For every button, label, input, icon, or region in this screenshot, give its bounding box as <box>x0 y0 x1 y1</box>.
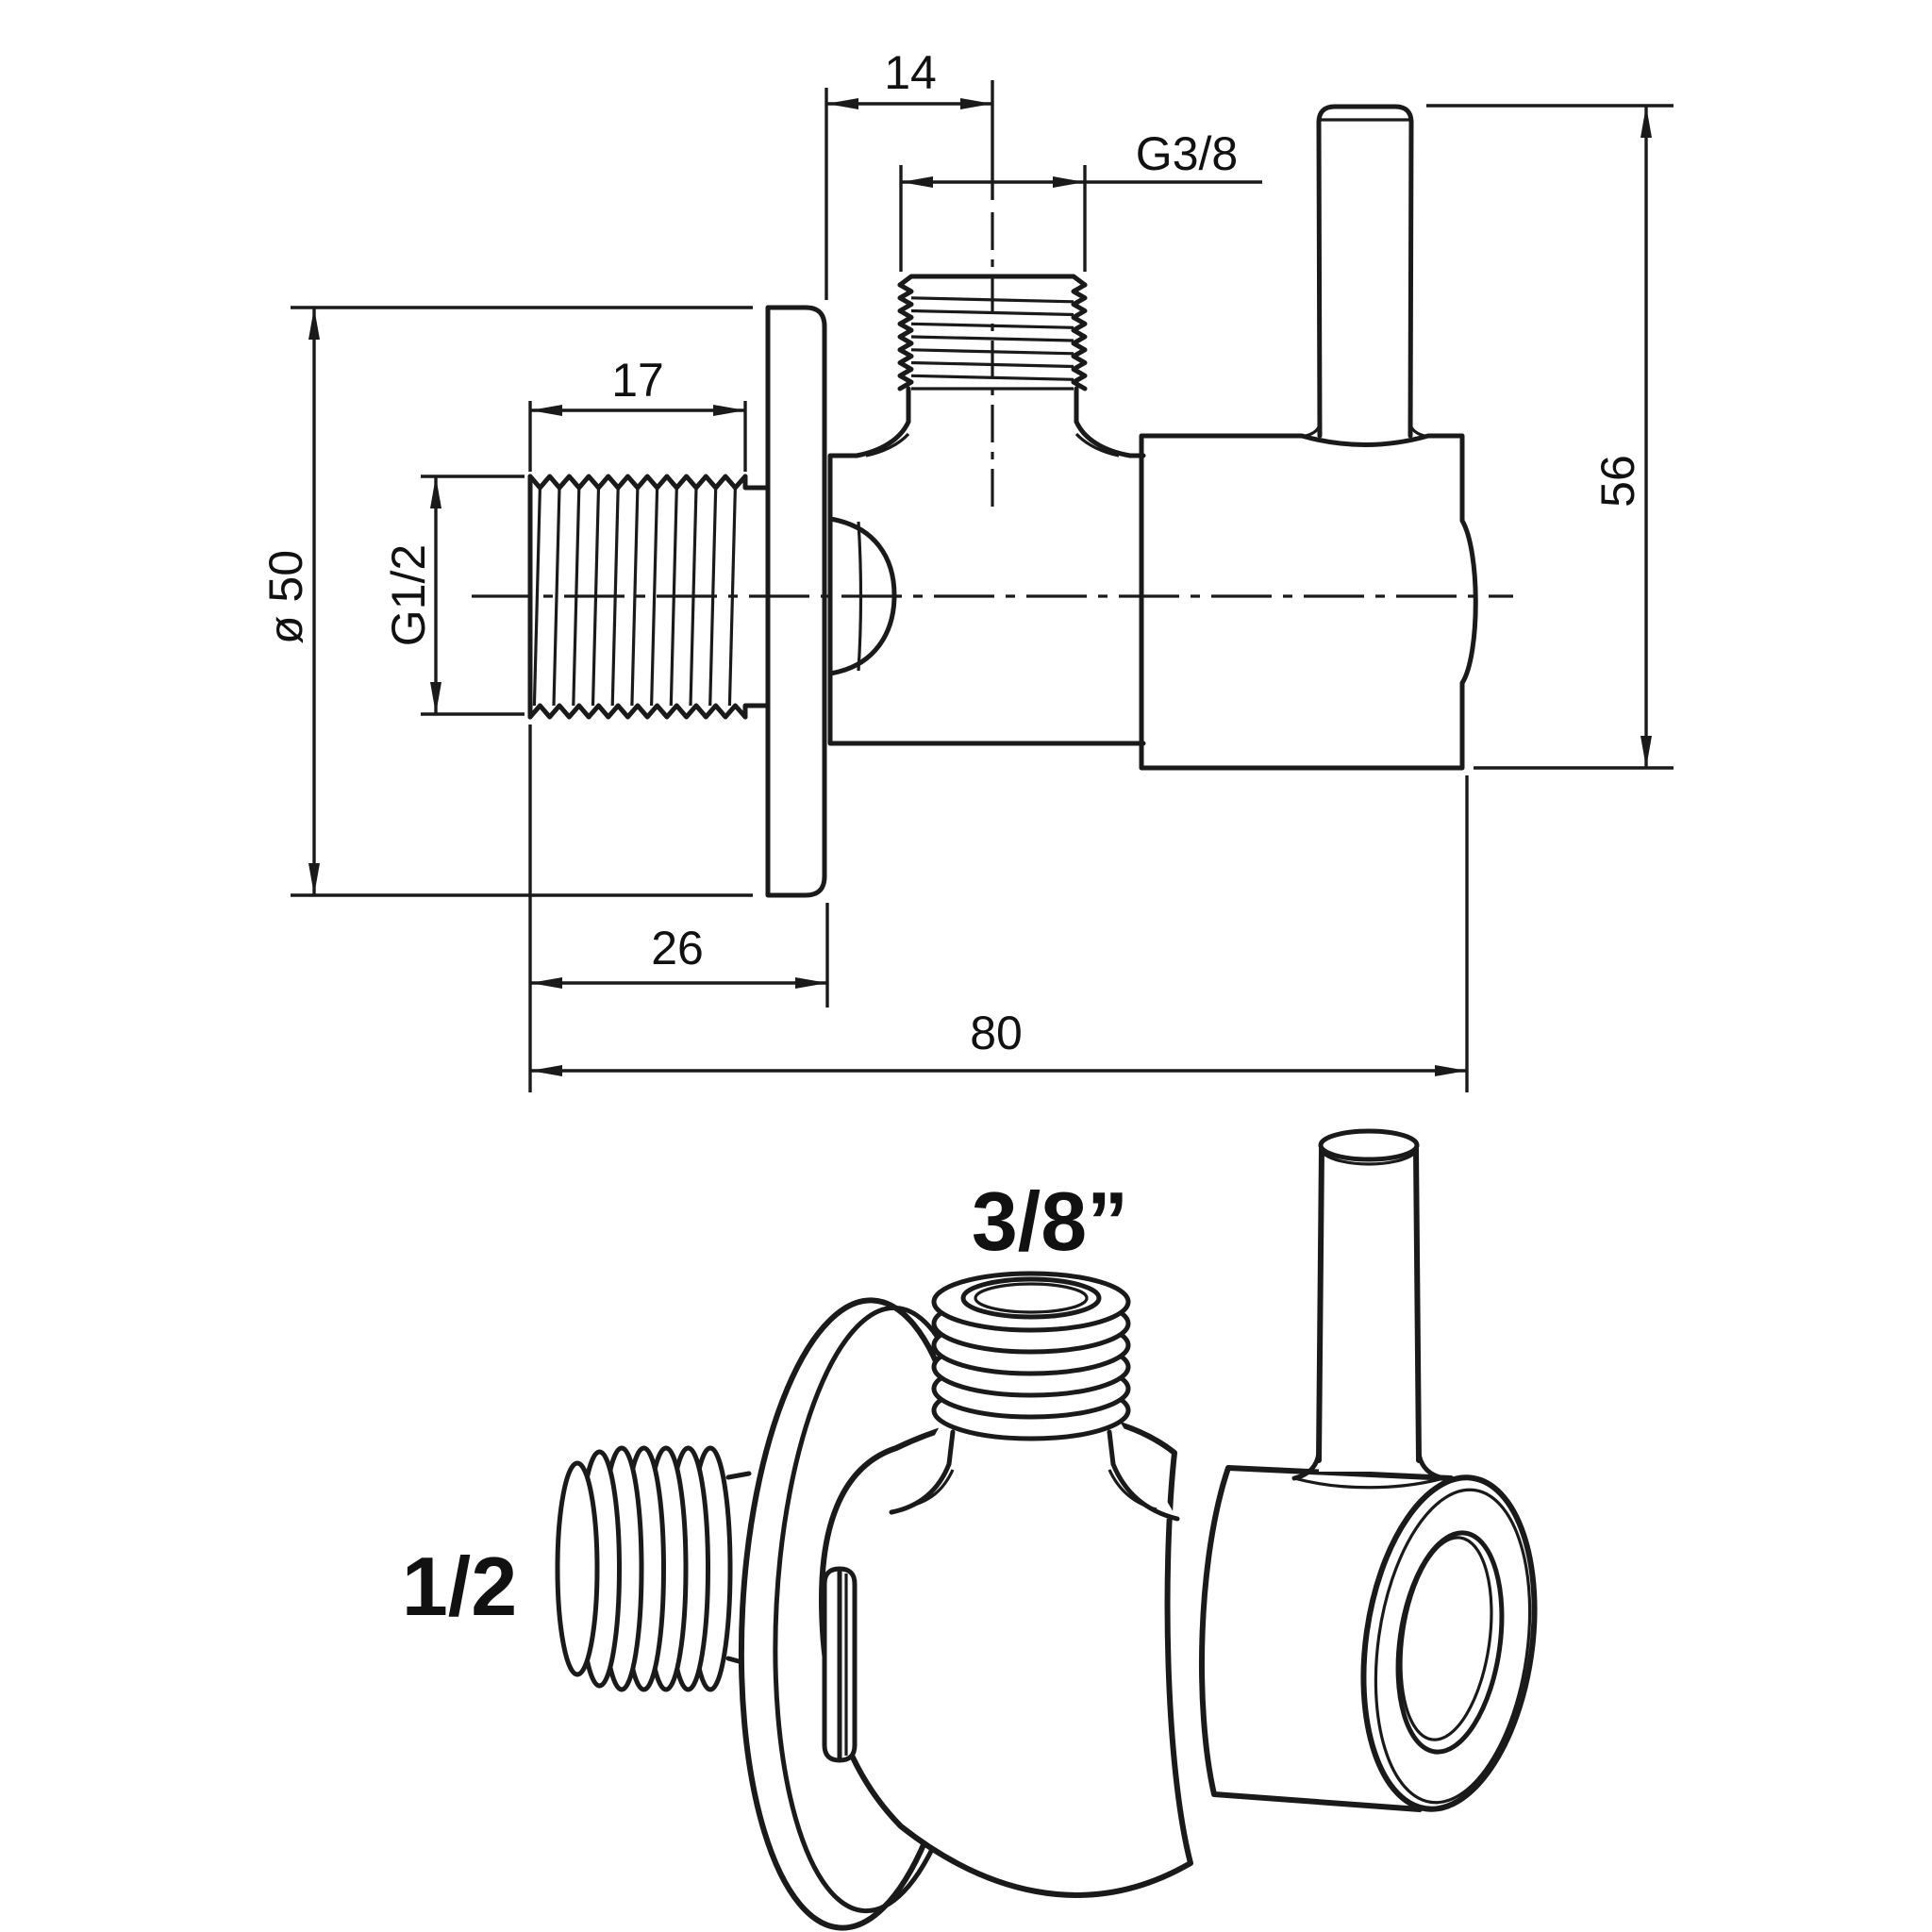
g38-label: G3/8 <box>1136 127 1238 180</box>
dim56-label: 56 <box>1591 455 1644 508</box>
pictorial-stem <box>1291 1128 1446 1490</box>
stem-base-arc <box>1293 1476 1444 1490</box>
pictorial-cylinder <box>1198 1457 1540 1819</box>
dimension-g12: G1/2 <box>382 475 525 716</box>
d50-ext-lines <box>291 306 753 897</box>
body-hub-window <box>822 1566 858 1763</box>
body-outline <box>827 453 1146 746</box>
port-skirt-inner <box>907 1469 1158 1511</box>
port-skirt-outer <box>854 419 1133 458</box>
orthographic-view: ø 50 G1/2 17 14 G3/8 26 <box>259 46 1674 1092</box>
thread-bottom-profile <box>527 703 748 720</box>
pictorial-body <box>819 1410 1193 1898</box>
stem-cap-ring <box>1321 1151 1417 1166</box>
stem-fill <box>1319 1143 1419 1472</box>
dimension-17: 17 <box>528 354 747 472</box>
thread-shank <box>742 474 771 720</box>
port-thread-right-profile <box>1071 282 1088 391</box>
dimension-26: 26 <box>528 724 829 1092</box>
port-neck-fill <box>891 1420 1177 1519</box>
stem-base-flare <box>1291 1450 1446 1481</box>
g12-label: G1/2 <box>382 544 435 646</box>
dim56-ext-lines <box>1426 104 1674 770</box>
port-bore-outer <box>960 1276 1102 1320</box>
port-thread-left-profile <box>897 282 914 391</box>
dim26-label: 26 <box>651 922 704 974</box>
port-skirt-outer <box>889 1461 1180 1522</box>
dimension-80: 80 <box>530 775 1469 1092</box>
body-fill <box>822 1413 1191 1896</box>
stem-base-fillets <box>1299 424 1431 439</box>
dim17-label: 17 <box>611 354 664 407</box>
inlet-size-label: 1/2 <box>402 1540 517 1633</box>
outlet-size-label: 3/8” <box>972 1174 1128 1268</box>
d50-label: ø 50 <box>259 550 312 644</box>
dimension-g38: G3/8 <box>899 127 1262 272</box>
dimension-14: 14 <box>824 46 994 300</box>
cylinder-bore-inner <box>1399 1536 1493 1741</box>
pictorial-outlet-port <box>889 1271 1180 1522</box>
dimension-d50: ø 50 <box>259 306 753 897</box>
handle-cylinder <box>1139 104 1478 771</box>
dim14-ext-lines <box>824 80 994 300</box>
pictorial-view: 3/8” 1/2 <box>402 1128 1540 1931</box>
thread-top-profile <box>527 474 748 491</box>
cylinder-tube-lines <box>1198 1465 1454 1812</box>
dim14-label: 14 <box>884 46 937 99</box>
valve-body <box>827 453 1146 746</box>
stem-outline <box>1316 104 1414 439</box>
pictorial-inlet-thread <box>555 1445 752 1692</box>
coil-ring-1 <box>555 1460 600 1677</box>
stem-sides <box>1316 1146 1422 1463</box>
wall-flange <box>765 305 827 898</box>
dimension-56: 56 <box>1426 104 1674 770</box>
cylinder-outline <box>1139 433 1478 771</box>
port-skirt-inner <box>865 432 1120 458</box>
port-neck <box>906 386 1079 425</box>
cylinder-face-rim-inner <box>1374 1488 1532 1805</box>
port-bore-inner <box>974 1282 1089 1314</box>
port-neck-lines <box>946 1429 1116 1467</box>
dim80-label: 80 <box>970 1007 1023 1059</box>
stem-cap <box>1318 1128 1420 1162</box>
dim26-ext-lines <box>528 724 829 1092</box>
